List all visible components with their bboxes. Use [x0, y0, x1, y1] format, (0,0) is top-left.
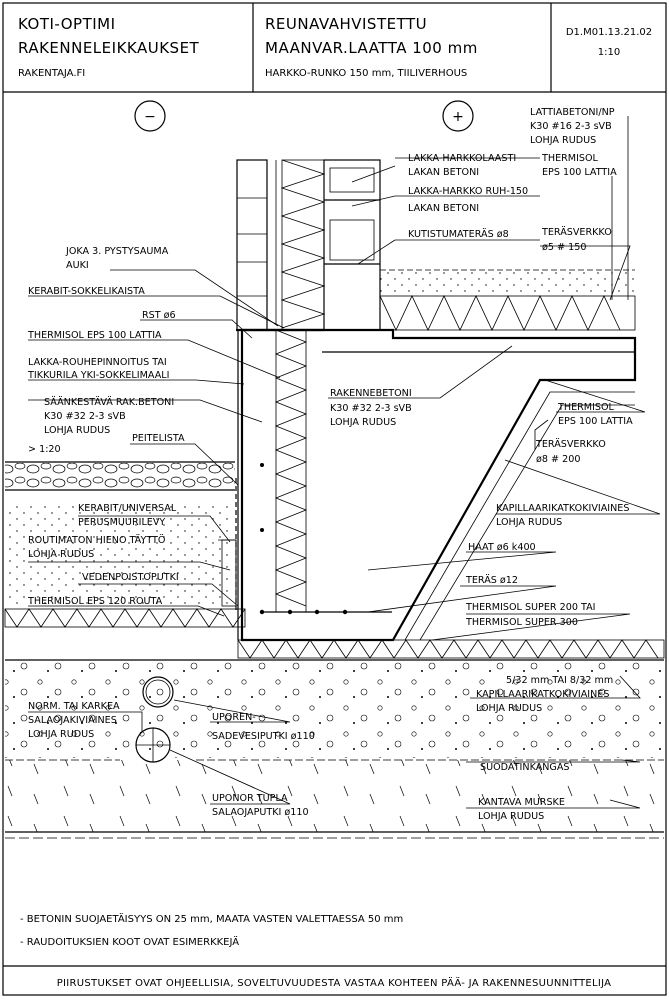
label-rakennebetoni-2: K30 #32 2-3 sVB	[330, 403, 412, 414]
label-norm-2: SALAOJAKIVIAINES	[28, 715, 117, 726]
label-terasverkko-top-2: ø5 # 150	[542, 242, 586, 253]
label-saankestava-2: K30 #32 2-3 sVB	[44, 411, 126, 422]
label-peitelista: PEITELISTA	[132, 433, 185, 444]
note-concrete-cover: - BETONIN SUOJAETÄISYYS ON 25 mm, MAATA …	[20, 912, 403, 925]
label-teras: TERÄS ø12	[465, 573, 518, 586]
footer-disclaimer: PIIRUSTUKSET OVAT OHJEELLISIA, SOVELTUVU…	[57, 976, 612, 989]
label-lakka-rouhe-1: LAKKA-ROUHEPINNOITUS TAI	[28, 357, 167, 368]
outside-marker: −	[134, 100, 166, 132]
label-thermisol-super-1: THERMISOL SUPER 200 TAI	[465, 602, 596, 613]
label-kerabit-sokkelikaista: KERABIT-SOKKELIKAISTA	[28, 286, 145, 297]
minus-symbol: −	[144, 109, 156, 125]
title-main-line2: MAANVAR.LAATTA 100 mm	[265, 39, 478, 57]
frost-insulation	[4, 608, 665, 659]
title-left-line3: RAKENTAJA.FI	[18, 68, 85, 79]
label-terasverkko-top-1: TERÄSVERKKO	[541, 225, 612, 238]
labels: LATTIABETONI/NP K30 #16 2-3 sVB LOHJA RU…	[27, 107, 633, 822]
label-norm-3: LOHJA RUDUS	[28, 729, 94, 740]
foundation	[240, 269, 637, 642]
label-kutistumateras: KUTISTUMATERÄS ø8	[408, 227, 509, 240]
label-rakennebetoni-3: LOHJA RUDUS	[330, 417, 396, 428]
label-uponor-2: SALAOJAPUTKI ø110	[212, 807, 309, 818]
label-terasverkko-mid-1: TERÄSVERKKO	[535, 437, 606, 450]
label-kapillaari-2: LOHJA RUDUS	[496, 517, 562, 528]
ground-layers	[5, 461, 664, 839]
label-thermisol-mid-1: THERMISOL	[557, 402, 615, 413]
label-thermisol-top-1: THERMISOL	[541, 153, 599, 164]
label-thermisol-routa: THERMISOL EPS 120 ROUTA	[27, 596, 163, 607]
label-thermisol-mid-2: EPS 100 LATTIA	[558, 416, 633, 427]
plus-symbol: +	[452, 109, 464, 125]
label-rst: RST ø6	[142, 310, 176, 321]
title-main-line1: REUNAVAHVISTETTU	[265, 15, 427, 33]
title-left-line2: RAKENNELEIKKAUKSET	[18, 39, 200, 57]
label-saankestava-1: SÄÄNKESTÄVÄ RAK.BETONI	[44, 395, 174, 408]
inside-marker: +	[442, 100, 474, 132]
label-saankestava-3: LOHJA RUDUS	[44, 425, 110, 436]
label-lattiabetoni-2: K30 #16 2-3 sVB	[530, 121, 612, 132]
label-uporen-2: SADEVESIPUTKI ø110	[212, 731, 315, 742]
label-routimaton-2: LOHJA RUDUS	[28, 549, 94, 560]
label-lakka-harkkolaasti: LAKKA-HARKKOLAASTI	[408, 153, 516, 164]
label-rakennebetoni-1: RAKENNEBETONI	[330, 388, 412, 399]
title-main-line3: HARKKO-RUNKO 150 mm, TIILIVERHOUS	[265, 68, 467, 79]
label-uponor-1: UPONOR TUPLA	[212, 793, 288, 804]
label-kerabit-universal-1: KERABIT/UNIVERSAL	[78, 503, 177, 514]
label-terasverkko-mid-2: ø8 # 200	[536, 454, 580, 465]
label-routimaton-1: ROUTIMATON HIENO TÄYTTÖ	[28, 533, 166, 546]
label-thermisol-super-2: THERMISOL SUPER 300	[465, 617, 578, 628]
label-kiviaines-2: KAPILLAARIKATKOKIVIAINES	[476, 689, 609, 700]
rainwater-pipe	[142, 676, 174, 708]
label-lakka-rouhe-2: TIKKURILA YKI-SOKKELIMAALI	[27, 370, 169, 381]
drain-pipes	[135, 676, 174, 763]
label-lakan-betoni-1: LAKAN BETONI	[408, 167, 479, 178]
label-kantava-2: LOHJA RUDUS	[478, 811, 544, 822]
label-lakan-betoni-2: LAKAN BETONI	[408, 203, 479, 214]
label-haat: HAAT ø6 k400	[468, 542, 536, 553]
label-vedenpoistoputki: VEDENPOISTOPUTKI	[82, 572, 179, 583]
drawing-code: D1.M01.13.21.02	[566, 27, 652, 38]
label-thermisol-top-2: EPS 100 LATTIA	[542, 167, 617, 178]
label-kiviaines-1: 5/32 mm TAI 8/32 mm	[506, 675, 613, 686]
label-kerabit-universal-2: PERUSMUURILEVY	[78, 517, 165, 528]
title-left-line1: KOTI-OPTIMI	[18, 15, 116, 33]
label-slope: > 1:20	[28, 444, 61, 455]
label-norm-1: NORM. TAI KARKEA	[28, 701, 120, 712]
label-lakka-harkko: LAKKA-HARKKO RUH-150	[408, 186, 528, 197]
label-kapillaari-1: KAPILLAARIKATKOKIVIAINES	[496, 503, 629, 514]
label-joka-2: AUKI	[66, 260, 89, 271]
label-uporen-1: UPOREN-	[212, 712, 256, 723]
drawing-scale: 1:10	[598, 47, 620, 58]
label-suodatinkangas: SUODATINKANGAS	[480, 762, 570, 773]
notes: - BETONIN SUOJAETÄISYYS ON 25 mm, MAATA …	[20, 912, 403, 948]
label-kiviaines-3: LOHJA RUDUS	[476, 703, 542, 714]
label-lattiabetoni-1: LATTIABETONI/NP	[530, 107, 615, 118]
leader-lines	[28, 116, 661, 809]
label-lattiabetoni-3: LOHJA RUDUS	[530, 135, 596, 146]
note-rebar-sizes: - RAUDOITUKSIEN KOOT OVAT ESIMERKKEJÄ	[20, 935, 239, 948]
label-joka-1: JOKA 3. PYSTYSAUMA	[65, 246, 169, 257]
label-kantava-1: KANTAVA MURSKE	[478, 797, 565, 808]
wall-structure	[236, 159, 381, 332]
label-thermisol-lattia: THERMISOL EPS 100 LATTIA	[27, 330, 162, 341]
